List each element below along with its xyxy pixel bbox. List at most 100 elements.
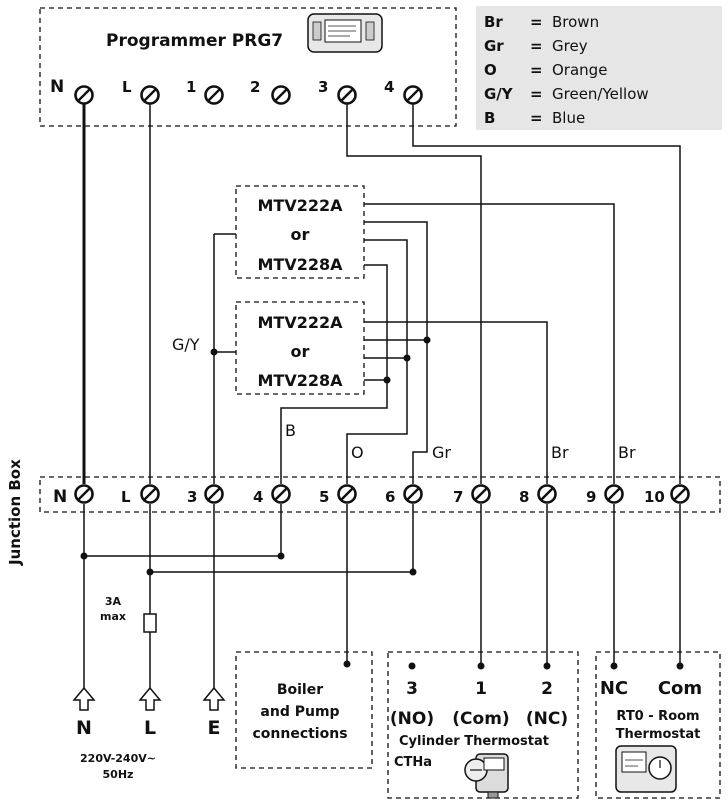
wire-label-green-yellow: G/Y — [172, 335, 200, 354]
valve-2-model-a: MTV222A — [258, 313, 344, 332]
prg-screw-1 — [204, 85, 224, 105]
jb-terminal-label: 6 — [385, 488, 395, 506]
jb-screw-6 — [403, 484, 423, 504]
legend-code: O — [484, 61, 497, 79]
boiler-label-1: Boiler — [277, 682, 323, 698]
prg-terminal-1-label: 1 — [186, 78, 196, 96]
legend-eq: = — [530, 109, 543, 127]
jb-screw-l — [140, 484, 160, 504]
boiler-label-3: connections — [252, 726, 347, 742]
legend-eq: = — [530, 61, 543, 79]
valve-box-2: MTV222A or MTV228A — [235, 301, 365, 395]
jb-screw-9 — [604, 484, 624, 504]
legend-code: G/Y — [484, 85, 514, 103]
legend-eq: = — [530, 13, 543, 31]
programmer-device-icon — [307, 13, 383, 53]
jb-terminal-label: 8 — [519, 488, 529, 506]
cyl-terminal-no-name: (NO) — [390, 709, 434, 729]
valve-box-1: MTV222A or MTV228A — [235, 185, 365, 279]
cylinder-title: Cylinder Thermostat — [399, 734, 549, 749]
prg-screw-n — [74, 85, 94, 105]
colour-legend: Br = Brown Gr = Grey O = Orange G/Y = Gr… — [476, 6, 722, 130]
jb-screw-4 — [271, 484, 291, 504]
prg-terminal-l-label: L — [122, 78, 132, 96]
valve-2-or: or — [291, 342, 310, 361]
prg-screw-4 — [403, 85, 423, 105]
legend-code: B — [484, 109, 495, 127]
prg-terminal-3-label: 3 — [318, 78, 328, 96]
wiring — [80, 104, 684, 690]
legend-name: Brown — [552, 13, 599, 31]
fuse — [143, 613, 157, 633]
wire-label-orange: O — [351, 443, 364, 462]
room-thermostat-title-1: RT0 - Room — [616, 709, 699, 724]
cyl-terminal-nc-num: 2 — [541, 679, 553, 699]
prg-terminal-4-label: 4 — [384, 78, 394, 96]
jb-screw-7 — [471, 484, 491, 504]
room-terminal-nc: NC — [600, 678, 628, 699]
wire-label-brown-valve2: Br — [551, 443, 569, 462]
room-thermostat-icon — [615, 745, 677, 793]
wire-label-blue: B — [285, 421, 296, 440]
jb-terminal-label: 10 — [644, 488, 665, 506]
valve-1-model-b: MTV228A — [258, 255, 344, 274]
legend-eq: = — [530, 37, 543, 55]
supply-arrow-n — [72, 686, 96, 711]
wire-label-brown-valve1: Br — [618, 443, 636, 462]
legend-name: Grey — [552, 37, 588, 55]
jb-terminal-label: 5 — [319, 488, 329, 506]
jb-terminal-label: 4 — [253, 488, 263, 506]
prg-terminal-n-label: N — [50, 77, 64, 97]
legend-eq: = — [530, 85, 543, 103]
prg-terminal-2-label: 2 — [250, 78, 260, 96]
supply-arrow-e — [202, 686, 226, 711]
cylinder-thermostat-icon — [464, 753, 509, 799]
prg-screw-3 — [337, 85, 357, 105]
prg-screw-2 — [271, 85, 291, 105]
programmer-box: Programmer PRG7 N L 1 2 3 4 — [39, 7, 457, 127]
supply-label-e: E — [208, 717, 221, 739]
jb-screw-n — [74, 484, 94, 504]
supply-label-n: N — [76, 717, 92, 739]
jb-terminal-label: 7 — [453, 488, 463, 506]
cylinder-thermostat-box: 3 1 2 (NO) (Com) (NC) Cylinder Thermosta… — [387, 651, 579, 799]
boiler-pump-box: Boiler and Pump connections — [235, 651, 373, 769]
jb-screw-3 — [204, 484, 224, 504]
jb-terminal-label: 9 — [586, 488, 596, 506]
supply-voltage: 220V-240V~ — [80, 752, 156, 765]
supply-label-l: L — [144, 717, 156, 739]
legend-code: Br — [484, 13, 503, 31]
valve-2-model-b: MTV228A — [258, 371, 344, 390]
legend-code: Gr — [484, 37, 504, 55]
boiler-label-2: and Pump — [260, 704, 339, 720]
legend-background — [476, 6, 722, 130]
cyl-terminal-no-num: 3 — [406, 679, 418, 699]
junction-box-title: Junction Box — [6, 459, 24, 566]
supply-arrow-l — [138, 686, 162, 711]
cyl-terminal-nc-name: (NC) — [526, 709, 568, 729]
jb-terminal-label: L — [121, 488, 131, 506]
cyl-terminal-com-num: 1 — [475, 679, 487, 699]
legend-name: Green/Yellow — [552, 85, 649, 103]
supply-frequency: 50Hz — [103, 768, 134, 781]
valve-1-model-a: MTV222A — [258, 196, 344, 215]
jb-terminal-label: 3 — [187, 488, 197, 506]
legend-name: Orange — [552, 61, 607, 79]
jb-terminal-label: N — [53, 487, 67, 507]
junction-box: Junction Box N L 3 4 5 6 7 8 9 10 — [6, 459, 721, 566]
legend-name: Blue — [552, 109, 585, 127]
room-terminal-com: Com — [658, 678, 702, 699]
cylinder-model: CTHa — [394, 755, 432, 770]
jb-screw-5 — [337, 484, 357, 504]
cyl-terminal-com-name: (Com) — [452, 709, 509, 729]
room-thermostat-title-2: Thermostat — [616, 727, 701, 742]
prg-screw-l — [140, 85, 160, 105]
programmer-title: Programmer PRG7 — [106, 31, 283, 51]
valve-1-or: or — [291, 225, 310, 244]
room-thermostat-box: NC Com RT0 - Room Thermostat — [595, 651, 721, 799]
cyl-terminal-no-dot — [408, 662, 416, 670]
jb-screw-10 — [670, 484, 690, 504]
wire-label-grey: Gr — [432, 443, 451, 462]
fuse-rating-label: 3A — [105, 595, 122, 608]
fuse-max-label: max — [100, 610, 126, 623]
